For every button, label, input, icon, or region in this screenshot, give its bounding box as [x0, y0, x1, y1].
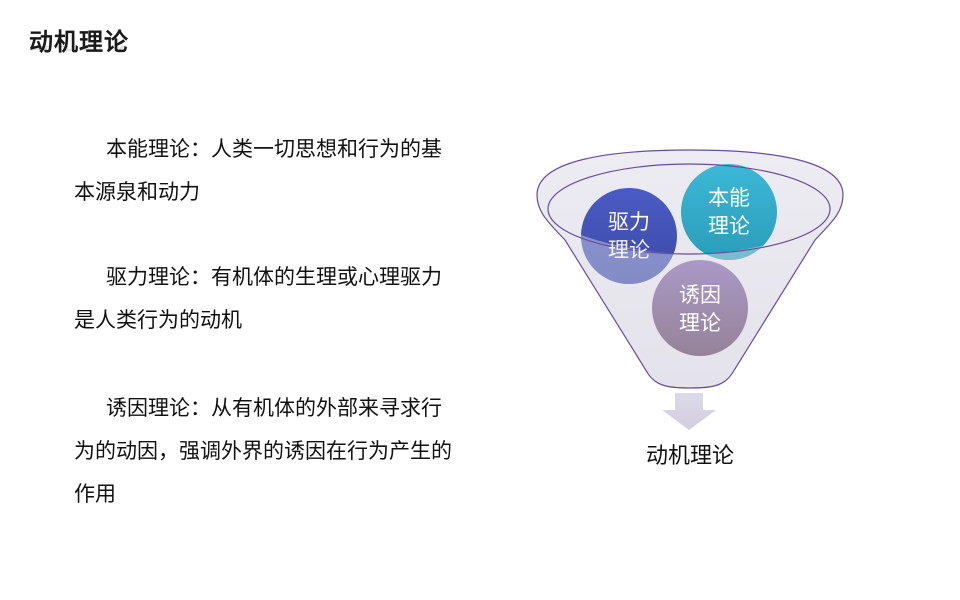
paragraph-instinct-theory: 本能理论：人类一切思想和行为的基本源泉和动力: [74, 128, 454, 214]
funnel-result-label: 动机理论: [645, 444, 734, 469]
bubble-text-line2: 理论: [708, 214, 750, 238]
bubble-drive-theory: [581, 188, 677, 284]
paragraph-text: 驱力理论：有机体的生理或心理驱力是人类行为的动机: [74, 265, 442, 332]
paragraph-text: 诱因理论：从有机体的外部来寻求行为的动因，强调外界的诱因在行为产生的作用: [74, 396, 452, 506]
bubble-label-instinct: 本能 理论: [681, 184, 777, 240]
slide-title: 动机理论: [29, 28, 129, 56]
paragraph-drive-theory: 驱力理论：有机体的生理或心理驱力是人类行为的动机: [74, 256, 454, 342]
bubble-text-line2: 理论: [608, 238, 650, 262]
paragraph-incentive-theory: 诱因理论：从有机体的外部来寻求行为的动因，强调外界的诱因在行为产生的作用: [74, 387, 454, 516]
bubble-text-line1: 本能: [708, 186, 750, 210]
paragraph-text: 本能理论：人类一切思想和行为的基本源泉和动力: [74, 137, 442, 204]
bubble-text-line1: 驱力: [608, 210, 650, 234]
bubble-text-line2: 理论: [679, 311, 721, 335]
bubble-incentive-theory: [652, 260, 748, 356]
bubble-instinct-theory: [681, 164, 777, 260]
funnel-rim: [547, 163, 831, 255]
bubble-label-drive: 驱力 理论: [581, 208, 677, 264]
bubble-label-incentive: 诱因 理论: [652, 281, 748, 337]
bubble-text-line1: 诱因: [679, 283, 721, 307]
down-arrow-icon: [662, 393, 716, 430]
